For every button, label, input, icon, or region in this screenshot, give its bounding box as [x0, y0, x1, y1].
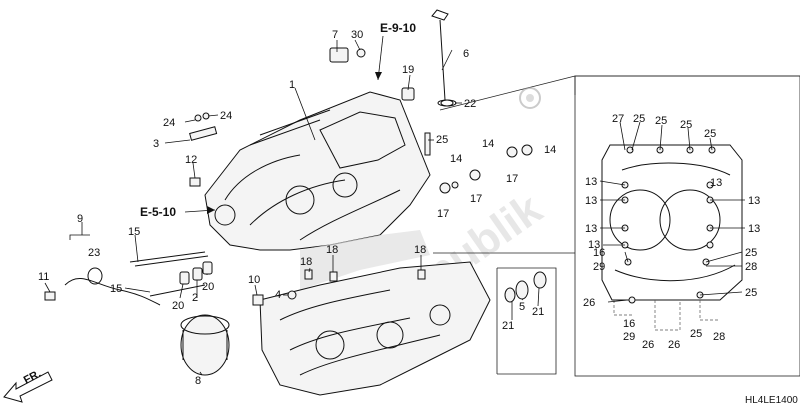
callout-3: 3 [153, 138, 159, 150]
callout-14-a: 14 [482, 138, 494, 150]
inset-callout-25-e: 25 [745, 247, 757, 259]
inset-callout-25-f: 25 [745, 287, 757, 299]
callout-15-lower: 15 [110, 283, 122, 295]
oil-filter [180, 314, 230, 376]
inset-callout-25-g: 25 [690, 328, 702, 340]
callout-17-b: 17 [470, 193, 482, 205]
upper-crankcase [204, 91, 431, 251]
callout-23: 23 [88, 247, 100, 259]
inset-callout-26-b: 26 [642, 339, 654, 351]
diagram-code: HL4LE1400 [745, 395, 798, 406]
inset-callout-27: 27 [612, 113, 624, 125]
callout-18-c: 18 [414, 244, 426, 256]
inset-callout-26-a: 26 [583, 297, 595, 309]
callout-12: 12 [185, 154, 197, 166]
inset-callout-26-c: 26 [668, 339, 680, 351]
callout-20-right: 20 [202, 281, 214, 293]
callout-20-left: 20 [172, 300, 184, 312]
ref-label-left[interactable]: E-5-10 [140, 205, 176, 219]
callout-18-b: 18 [326, 244, 338, 256]
callout-9: 9 [77, 213, 83, 225]
callout-8: 8 [195, 375, 201, 387]
callout-24-right: 24 [220, 110, 232, 122]
callout-19: 19 [402, 64, 414, 76]
bolt-11 [44, 291, 56, 301]
callout-7: 7 [332, 29, 338, 41]
callout-4: 4 [275, 289, 281, 301]
callout-14-b: 14 [544, 144, 556, 156]
inset-callout-16-a: 16 [593, 247, 605, 259]
inset-callout-25-d: 25 [704, 128, 716, 140]
part-4 [287, 290, 297, 300]
inset-callout-25-a: 25 [633, 113, 645, 125]
front-direction-arrow: FR. [3, 368, 53, 403]
callout-15-upper: 15 [128, 226, 140, 238]
inset-callout-13-c: 13 [585, 223, 597, 235]
callout-21-left: 21 [502, 320, 514, 332]
leader-lines [44, 39, 745, 376]
callout-2: 2 [192, 292, 198, 304]
inset-callout-13-a: 13 [585, 176, 597, 188]
callout-17-c: 17 [437, 208, 449, 220]
callout-18-a: 18 [300, 256, 312, 268]
inset-callout-29-b: 29 [623, 331, 635, 343]
inset-callout-13-e: 13 [748, 195, 760, 207]
bolt-30 [356, 48, 366, 58]
gear-icon [519, 87, 541, 109]
inset-callout-13-d: 13 [588, 239, 600, 251]
inset-callout-13-b: 13 [585, 195, 597, 207]
inset-callout-28-a: 28 [745, 261, 757, 273]
callout-25-mid: 25 [436, 134, 448, 146]
detail-inset-frame [433, 75, 800, 377]
inset-callout-13-f: 13 [748, 223, 760, 235]
bolt-12 [189, 177, 201, 187]
callout-24-left: 24 [163, 117, 175, 129]
inset-case-face [601, 144, 743, 331]
inset-callout-16-b: 16 [623, 318, 635, 330]
plate-3 [189, 126, 218, 141]
callout-5: 5 [519, 301, 525, 313]
inset-callout-25-b: 25 [655, 115, 667, 127]
callout-22: 22 [464, 98, 476, 110]
inset-callout-29-a: 29 [593, 261, 605, 273]
dipstick [431, 9, 457, 107]
callout-11: 11 [38, 271, 49, 283]
callout-labels: 30 7 6 19 22 1 24 24 3 12 9 23 15 15 11 … [38, 29, 760, 387]
callout-10: 10 [248, 274, 260, 286]
inset-callout-28-b: 28 [713, 331, 725, 343]
bolt-10 [252, 294, 264, 306]
ref-label-top[interactable]: E-9-10 [380, 21, 416, 35]
bracket-7 [329, 47, 349, 63]
callout-17-a: 17 [506, 173, 518, 185]
callout-1: 1 [289, 79, 295, 91]
inset-callout-13-g: 13 [710, 177, 722, 189]
callout-30: 30 [351, 29, 363, 41]
inset-callout-25-c: 25 [680, 119, 692, 131]
callout-21-right: 21 [532, 306, 544, 318]
lower-crankcase [259, 261, 491, 396]
callout-14-c: 14 [450, 153, 462, 165]
callout-6: 6 [463, 48, 469, 60]
